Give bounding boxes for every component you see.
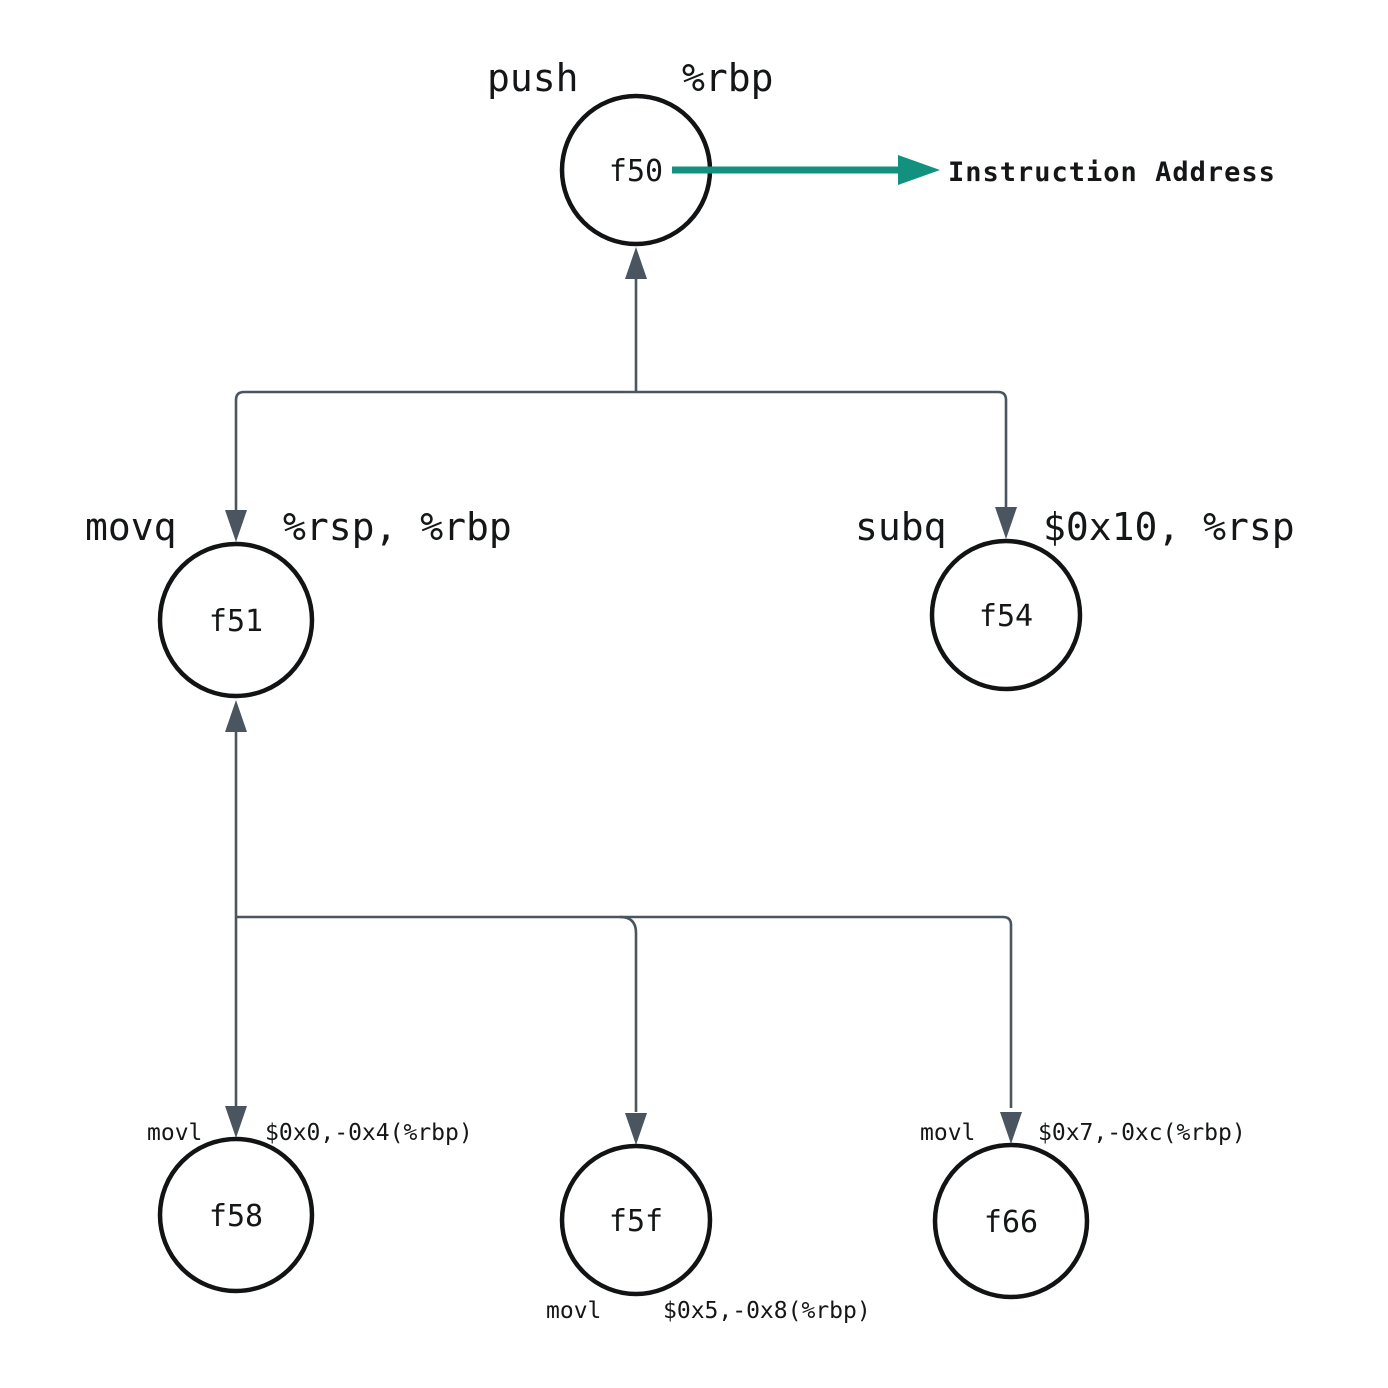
node-f51: f51 (157, 541, 315, 699)
f51-operands-label: %rsp, %rbp (283, 505, 512, 549)
arrow-up-into-f50-icon (625, 247, 647, 279)
f50-operands-label: %rbp (682, 56, 774, 100)
f54-operands-label: $0x10, %rsp (1043, 505, 1295, 549)
edge-branch-rail-bottom (236, 915, 1013, 1108)
node-f50-id: f50 (609, 154, 663, 189)
arrow-up-into-f51-icon (225, 700, 247, 732)
f51-mnemonic-label: movq (85, 505, 177, 549)
node-f66: f66 (932, 1142, 1090, 1300)
node-f51-id: f51 (209, 604, 263, 639)
arrow-down-into-f58-icon (225, 1106, 247, 1138)
arrow-down-into-f54-icon (995, 507, 1017, 539)
annotation-arrow-icon (898, 155, 940, 185)
node-f54-circle (929, 538, 1083, 692)
f66-mnemonic-label: movl (920, 1120, 975, 1146)
f66-operands-label: $0x7,-0xc(%rbp) (1038, 1120, 1246, 1146)
arrow-down-into-f5f-icon (625, 1113, 647, 1145)
node-f5f-circle (559, 1143, 713, 1297)
f58-operands-label: $0x0,-0x4(%rbp) (265, 1120, 473, 1146)
f50-mnemonic-label: push (487, 56, 579, 100)
annotation-label: Instruction Address (948, 157, 1276, 188)
edge-branch-rail-top (234, 390, 1008, 514)
f5f-operands-label: $0x5,-0x8(%rbp) (663, 1298, 871, 1324)
node-f58-id: f58 (209, 1199, 263, 1234)
arrow-down-into-f51-icon (225, 510, 247, 542)
arrow-down-into-f66-icon (1000, 1112, 1022, 1144)
node-f54-id: f54 (979, 599, 1033, 634)
connector-f51-children (225, 700, 1022, 1145)
node-f58: f58 (157, 1136, 315, 1294)
f5f-mnemonic-label: movl (546, 1298, 601, 1324)
node-f51-circle (157, 541, 315, 699)
node-f66-circle (932, 1142, 1090, 1300)
node-f5f-id: f5f (609, 1204, 663, 1239)
node-f66-id: f66 (984, 1205, 1038, 1240)
node-f54: f54 (929, 538, 1083, 692)
edge-drop-f5f (619, 915, 638, 1112)
node-f5f: f5f (559, 1143, 713, 1297)
node-f58-circle (157, 1136, 315, 1294)
f54-mnemonic-label: subq (855, 505, 947, 549)
connector-f50-children (225, 247, 1017, 542)
f58-mnemonic-label: movl (147, 1120, 202, 1146)
annotation: Instruction Address (672, 155, 1276, 188)
instruction-labels: push %rbp movq %rsp, %rbp subq $0x10, %r… (85, 56, 1295, 1324)
